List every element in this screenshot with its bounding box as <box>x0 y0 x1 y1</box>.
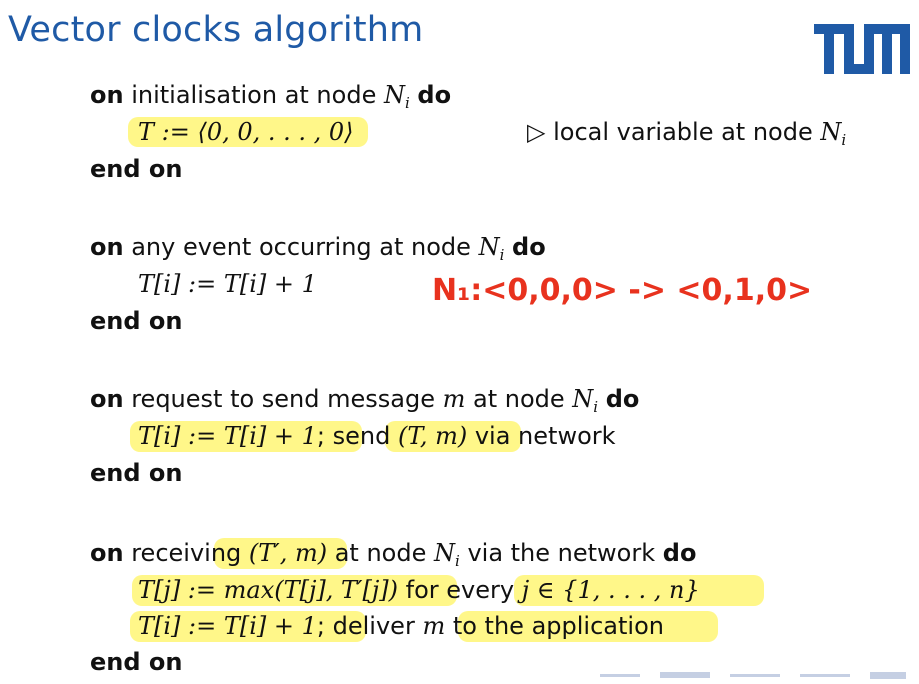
highlight-increment-recv <box>130 611 366 642</box>
highlight-send-increment <box>130 421 362 452</box>
beamer-nav-icons[interactable] <box>600 668 910 682</box>
block3-end: end on <box>90 459 183 487</box>
svg-text:N₁:<0,0,0> -> <0,1,0>: N₁:<0,0,0> -> <0,1,0> <box>432 273 812 308</box>
highlight-send-call <box>385 421 521 452</box>
block4-end: end on <box>90 648 183 676</box>
handwritten-annotation: N₁:<0,0,0> -> <0,1,0> <box>432 273 812 308</box>
block3-header: on request to send message m at node Ni … <box>90 385 640 416</box>
highlight-T-init <box>128 117 368 147</box>
block2-body: T[i] := T[i] + 1 <box>138 270 317 298</box>
highlight-max <box>132 575 457 606</box>
block2-header: on any event occurring at node Ni do <box>90 233 546 264</box>
block1-comment: ▷ local variable at node Ni <box>527 118 847 149</box>
highlight-every <box>514 575 764 606</box>
block1-end: end on <box>90 155 183 183</box>
highlight-receiving <box>214 538 347 569</box>
block1-body: T := ⟨0, 0, . . . , 0⟩ <box>138 118 354 146</box>
block4-body-deliver: T[i] := T[i] + 1; deliver m to the appli… <box>138 612 664 640</box>
block3-body: T[i] := T[i] + 1; send (T, m) via networ… <box>138 422 616 450</box>
block1-header: on initialisation at node Ni do <box>90 81 452 112</box>
slide-title: Vector clocks algorithm <box>8 10 424 50</box>
tum-logo <box>814 24 910 74</box>
highlight-deliver <box>458 611 718 642</box>
block2-end: end on <box>90 307 183 335</box>
block4-body-max: T[j] := max(T[j], T′[j]) for every j ∈ {… <box>138 576 700 604</box>
block4-header: on receiving (T′, m) at node Ni via the … <box>90 539 697 570</box>
